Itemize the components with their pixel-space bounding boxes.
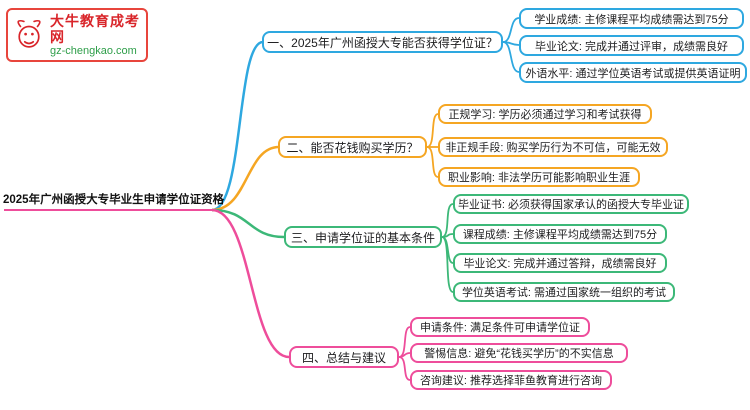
child-node: 申请条件: 满足条件可申请学位证 xyxy=(410,317,590,337)
branch-node-4: 四、总结与建议 xyxy=(289,346,399,368)
site-logo: 大牛教育成考网 gz-chengkao.com xyxy=(6,8,148,62)
child-node: 正规学习: 学历必须通过学习和考试获得 xyxy=(438,104,652,124)
logo-title: 大牛教育成考网 xyxy=(50,12,140,45)
branch-node-1: 一、2025年广州函授大专能否获得学位证？ xyxy=(262,31,503,53)
child-node: 咨询建议: 推荐选择菲鱼教育进行咨询 xyxy=(410,370,612,390)
child-node: 课程成绩: 主修课程平均成绩需达到75分 xyxy=(453,224,667,244)
child-node: 职业影响: 非法学历可能影响职业生涯 xyxy=(438,167,640,187)
branch-node-3: 三、申请学位证的基本条件 xyxy=(284,226,442,248)
root-node: 2025年广州函授大专毕业生申请学位证资格 xyxy=(3,194,225,206)
child-node: 学位英语考试: 需通过国家统一组织的考试 xyxy=(453,282,675,302)
child-node: 毕业证书: 必须获得国家承认的函授大专毕业证 xyxy=(453,194,689,214)
branch-node-2: 二、能否花钱购买学历？ xyxy=(278,136,427,158)
child-node: 警惕信息: 避免“花钱买学历”的不实信息 xyxy=(410,343,628,363)
child-node: 非正规手段: 购买学历行为不可信，可能无效 xyxy=(438,137,668,157)
child-node: 毕业论文: 完成并通过评审，成绩需良好 xyxy=(519,35,744,56)
child-node: 学业成绩: 主修课程平均成绩需达到75分 xyxy=(519,8,744,29)
cow-icon xyxy=(12,16,46,54)
child-node: 外语水平: 通过学位英语考试或提供英语证明 xyxy=(519,62,747,83)
child-node: 毕业论文: 完成并通过答辩，成绩需良好 xyxy=(453,253,667,273)
logo-subtitle: gz-chengkao.com xyxy=(50,44,137,57)
